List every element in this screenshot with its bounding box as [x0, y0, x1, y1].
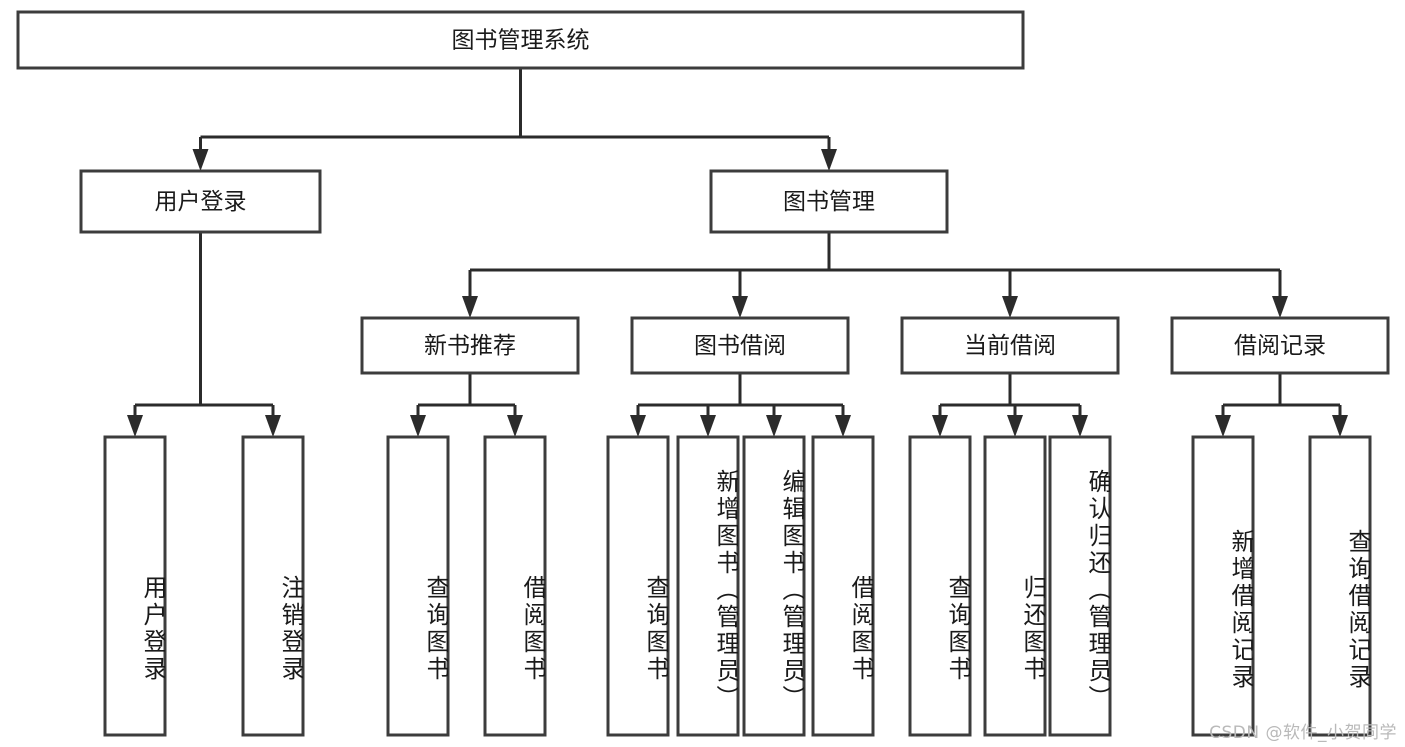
arrow-head-icon-level3-1 — [732, 296, 748, 318]
node-box-leaf-add-book[interactable] — [676, 435, 740, 737]
node-box-leaf-user-login[interactable] — [103, 435, 167, 737]
node-box-current-borrow[interactable] — [900, 316, 1120, 375]
node-label-root: 图书管理系统 — [452, 28, 590, 54]
arrow-head-icon-leaf-query-book-3 — [932, 415, 948, 437]
node-box-leaf-query-book-3[interactable] — [908, 435, 972, 737]
node-box-leaf-confirm-return[interactable] — [1048, 435, 1112, 737]
node-label-current-borrow: 当前借阅 — [964, 333, 1056, 359]
arrow-head-icon-level3-2 — [1002, 296, 1018, 318]
node-label-borrow-record: 借阅记录 — [1234, 333, 1326, 359]
arrow-head-icon-level2-0 — [192, 149, 209, 171]
node-box-leaf-edit-book[interactable] — [742, 435, 806, 737]
arrow-head-icon-level2-1 — [821, 149, 837, 171]
arrow-head-icon-leaf-borrow-book-2 — [835, 415, 851, 437]
csdn-watermark: CSDN @软件_小贺同学 — [1209, 723, 1397, 743]
node-box-borrow-record[interactable] — [1170, 316, 1390, 375]
arrow-head-icon-leaf-user-logout — [265, 415, 281, 437]
arrow-head-icon-leaf-return-book — [1007, 415, 1023, 437]
node-box-leaf-borrow-book-2[interactable] — [811, 435, 875, 737]
arrow-head-icon-leaf-add-book — [700, 415, 716, 437]
node-label-book-borrow: 图书借阅 — [694, 333, 786, 359]
node-label-new-book-rec: 新书推荐 — [424, 333, 516, 359]
node-box-leaf-return-book[interactable] — [983, 435, 1047, 737]
arrow-head-icon-leaf-query-book-1 — [410, 415, 426, 437]
arrow-head-icon-leaf-confirm-return — [1072, 415, 1088, 437]
node-box-book-borrow[interactable] — [630, 316, 850, 375]
node-box-book-manage[interactable] — [709, 169, 949, 234]
arrow-head-icon-leaf-borrow-book-1 — [507, 415, 523, 437]
arrow-head-icon-level3-3 — [1272, 296, 1288, 318]
arrow-head-icon-leaf-user-login — [127, 415, 143, 437]
node-box-leaf-query-book-1[interactable] — [386, 435, 450, 737]
node-box-leaf-add-record[interactable] — [1191, 435, 1255, 737]
node-box-leaf-user-logout[interactable] — [241, 435, 305, 737]
node-box-leaf-query-book-2[interactable] — [606, 435, 670, 737]
arrow-head-icon-leaf-query-record — [1332, 415, 1348, 437]
node-box-leaf-query-record[interactable] — [1308, 435, 1372, 737]
connectors-layer — [127, 68, 1348, 437]
arrow-head-icon-leaf-query-book-2 — [630, 415, 646, 437]
node-box-user-login[interactable] — [79, 169, 322, 234]
node-box-root[interactable] — [16, 10, 1025, 70]
node-label-book-manage: 图书管理 — [783, 189, 875, 215]
arrow-head-icon-leaf-add-record — [1215, 415, 1231, 437]
arrow-head-icon-level3-0 — [462, 296, 478, 318]
node-box-new-book-rec[interactable] — [360, 316, 580, 375]
boxes-layer — [16, 10, 1390, 737]
node-box-leaf-borrow-book-1[interactable] — [483, 435, 547, 737]
arrow-head-icon-leaf-edit-book — [766, 415, 782, 437]
node-label-user-login: 用户登录 — [155, 189, 247, 215]
